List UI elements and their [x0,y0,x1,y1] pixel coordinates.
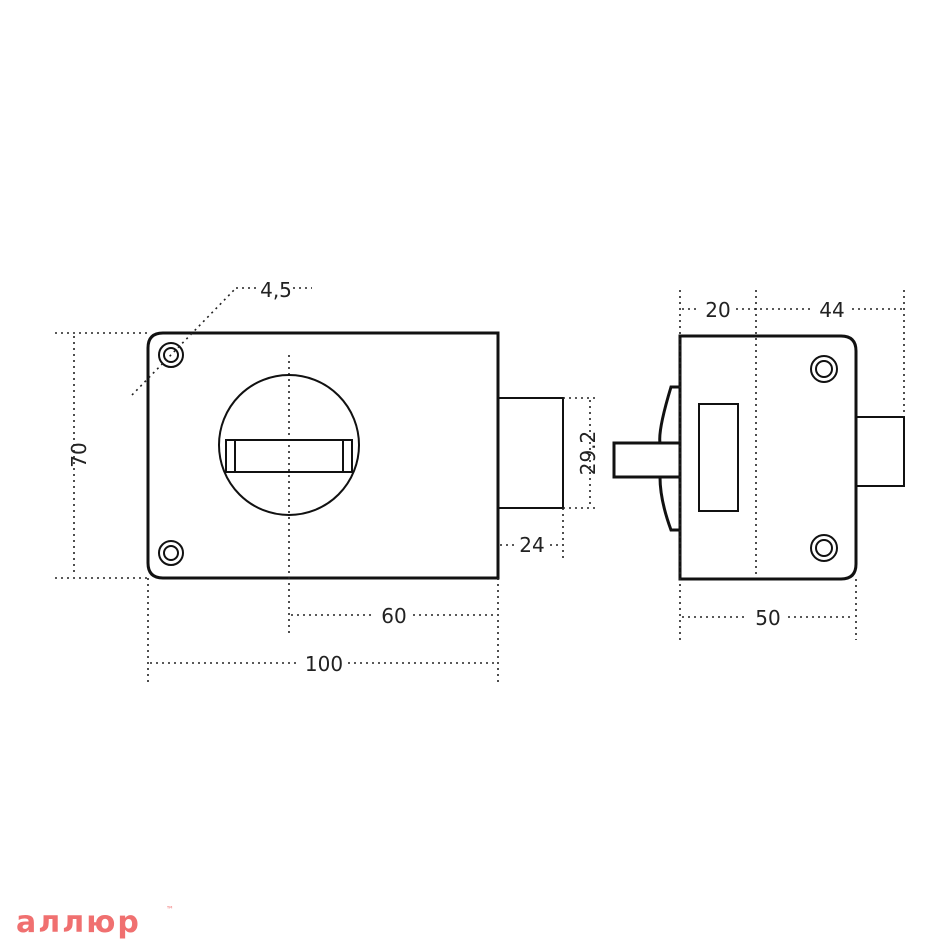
dim-backset: 60 [381,604,406,628]
screw-icon [810,534,838,562]
side-flange [658,385,680,532]
side-body [678,334,858,581]
screw-icon [158,540,184,566]
front-body [146,331,500,580]
screw-icon [810,355,838,383]
dim-depth: 50 [755,606,780,630]
dim-bolt-length: 24 [519,533,544,557]
logo-text: аллюр [16,905,141,940]
dim-bolt-height: 29.2 [576,431,600,476]
dim-back-part: 44 [819,298,844,322]
brand-logo: аллюр ™ [16,905,174,940]
dim-hole: 4,5 [260,278,292,302]
side-window [698,403,739,512]
front-bolt [497,397,564,509]
knob-slot [225,439,353,473]
logo-trademark: ™ [166,905,174,914]
dim-height: 70 [67,442,91,467]
side-view: 20 44 50 [612,290,905,640]
knob [218,374,360,516]
dim-width: 100 [305,652,343,676]
side-bolt [855,416,905,487]
front-view: 70 4,5 29.2 24 60 100 [55,278,600,685]
screw-icon [158,342,184,368]
dim-front-part: 20 [705,298,730,322]
side-stem [612,441,682,479]
